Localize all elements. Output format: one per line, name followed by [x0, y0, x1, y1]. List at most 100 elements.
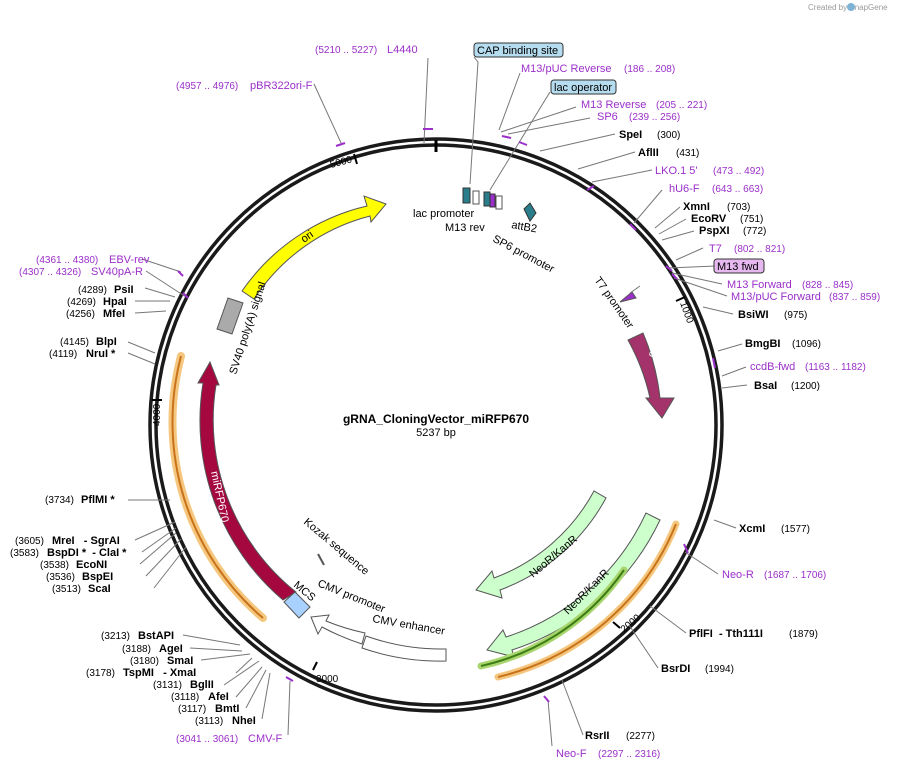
scai-site: ScaI	[88, 583, 111, 595]
bstapi-site: BstAPI	[138, 630, 174, 642]
cmv-promoter-arrow	[310, 614, 366, 645]
neo-r-primer: Neo-R	[722, 569, 754, 581]
mcs-box	[283, 591, 311, 619]
psii-pos: (4289)	[78, 285, 107, 296]
tick-4000: 4000	[152, 403, 163, 426]
bsrdi-site: BsrDI	[661, 663, 690, 675]
xmni-pos: (703)	[727, 202, 750, 213]
scai-pos: (3513)	[52, 584, 81, 595]
econi-site: EcoNI	[76, 559, 107, 571]
pflmi-pos: (3734)	[45, 495, 74, 506]
xmni-site: XmnI	[683, 201, 710, 213]
econi-pos: (3538)	[40, 560, 69, 571]
mfei-site: MfeI	[103, 308, 125, 320]
hu6-range: (643 .. 663)	[712, 184, 763, 195]
tspmi-site: TspMI - XmaI	[123, 667, 196, 679]
bspei-pos: (3536)	[46, 572, 75, 583]
bstapi-pos: (3213)	[101, 631, 130, 642]
tick-1000: 1000	[677, 300, 695, 325]
m13puc-fwd-range: (837 .. 859)	[829, 292, 880, 303]
primer-marks	[177, 128, 716, 703]
ebv-rev-primer: EBV-rev	[109, 254, 150, 266]
bsiwi-pos: (975)	[784, 310, 807, 321]
ccdb-fwd-primer: ccdB-fwd	[750, 361, 795, 373]
xcmi-site: XcmI	[739, 523, 765, 535]
sv40-polya-box	[216, 297, 244, 335]
hu6-primer: hU6-F	[669, 183, 700, 195]
green-line	[480, 569, 625, 667]
nrui-pos: (4119)	[49, 349, 77, 360]
m13-forward-range: (828 .. 845)	[802, 280, 853, 291]
smai-site: SmaI	[167, 655, 193, 667]
ccdb-label: ccdB	[646, 332, 666, 359]
attb2-label: attB2	[510, 219, 537, 235]
hpai-site: HpaI	[103, 296, 127, 308]
leader-lines	[127, 56, 748, 747]
sv40pa-range: (4307 .. 4326)	[19, 267, 81, 278]
pspxi-pos: (772)	[743, 226, 766, 237]
pbr322-primer: pBR322ori-F	[250, 80, 313, 92]
smai-pos: (3180)	[130, 656, 159, 667]
kozak-label: Kozak sequence	[301, 516, 371, 577]
tick-5000-mark	[353, 153, 358, 165]
bspdi-site: BspDI * - ClaI *	[47, 547, 127, 559]
sv40pa-primer: SV40pA-R	[91, 266, 143, 278]
bsrdi-pos: (1994)	[705, 664, 734, 675]
mrei-site: MreI - SgrAI	[52, 535, 120, 547]
tspmi-pos: (3178)	[86, 668, 115, 679]
cmv-enhancer-label: CMV enhancer	[371, 613, 446, 638]
pbr322-range: (4957 .. 4976)	[176, 81, 238, 92]
agei-pos: (3188)	[122, 644, 151, 655]
xcmi-pos: (1577)	[781, 524, 810, 535]
nhei-site: NheI	[232, 715, 256, 727]
t7-primer: T7	[709, 243, 722, 255]
pflmi-site: PflMI *	[81, 494, 115, 506]
lac-promoter-box	[462, 187, 471, 204]
l4440-primer: L4440	[387, 44, 418, 56]
backbone-outer	[148, 137, 724, 713]
hpai-pos: (4269)	[67, 297, 96, 308]
ccdb-arrow	[627, 332, 675, 419]
ccdb-fwd-range: (1163 .. 1182)	[805, 362, 866, 373]
bmti-pos: (3117)	[178, 704, 206, 715]
m13puc-rev-range: (186 .. 208)	[624, 64, 675, 75]
cmv-f-primer: CMV-F	[248, 733, 283, 745]
m13-forward-primer: M13 Forward	[727, 279, 792, 291]
agei-site: AgeI	[159, 643, 183, 655]
spei-site: SpeI	[619, 129, 642, 141]
lac-promoter-label: lac promoter	[413, 208, 474, 220]
bspdi-pos: (3583)	[10, 548, 39, 559]
t7-leader	[629, 285, 641, 294]
attb2-box	[523, 202, 537, 222]
cmv-enhancer-box	[361, 635, 447, 662]
bsai-pos: (1200)	[791, 381, 820, 392]
m13-fwd-box	[713, 258, 765, 274]
bmgbi-pos: (1096)	[792, 339, 821, 350]
afei-site: AfeI	[208, 691, 229, 703]
aflii-site: AflII	[638, 147, 659, 159]
tick-1000-mark	[675, 296, 686, 302]
orange-line-right	[497, 523, 677, 678]
neo-r-range: (1687 .. 1706)	[764, 570, 826, 581]
psii-site: PsiI	[114, 284, 134, 296]
ecorv-pos: (751)	[740, 214, 763, 225]
afei-pos: (3118)	[171, 692, 199, 703]
neo-f-primer: Neo-F	[556, 748, 587, 760]
cmv-f-range: (3041 .. 3061)	[176, 734, 238, 745]
blpi-site: BlpI	[96, 336, 117, 348]
m13puc-rev-primer: M13/pUC Reverse	[521, 63, 611, 75]
sp6-promoter-box	[495, 195, 503, 210]
t7-range: (802 .. 821)	[734, 244, 785, 255]
sp6-primer: SP6	[597, 111, 618, 123]
bglii-site: BglII	[190, 679, 214, 691]
lac-operator-box	[472, 190, 480, 205]
plasmid-name: gRNA_CloningVector_miRFP670	[343, 412, 529, 426]
blpi-pos: (4145)	[60, 337, 89, 348]
plasmid-length: 5237 bp	[416, 427, 456, 439]
bspei-site: BspEI	[82, 571, 113, 583]
cap-site-box	[473, 42, 564, 58]
sp6-promoter-label: SP6 promoter	[491, 233, 557, 276]
cmv-promoter-label: CMV promoter	[316, 578, 387, 616]
m13-rev-range: (205 .. 221)	[656, 100, 707, 111]
